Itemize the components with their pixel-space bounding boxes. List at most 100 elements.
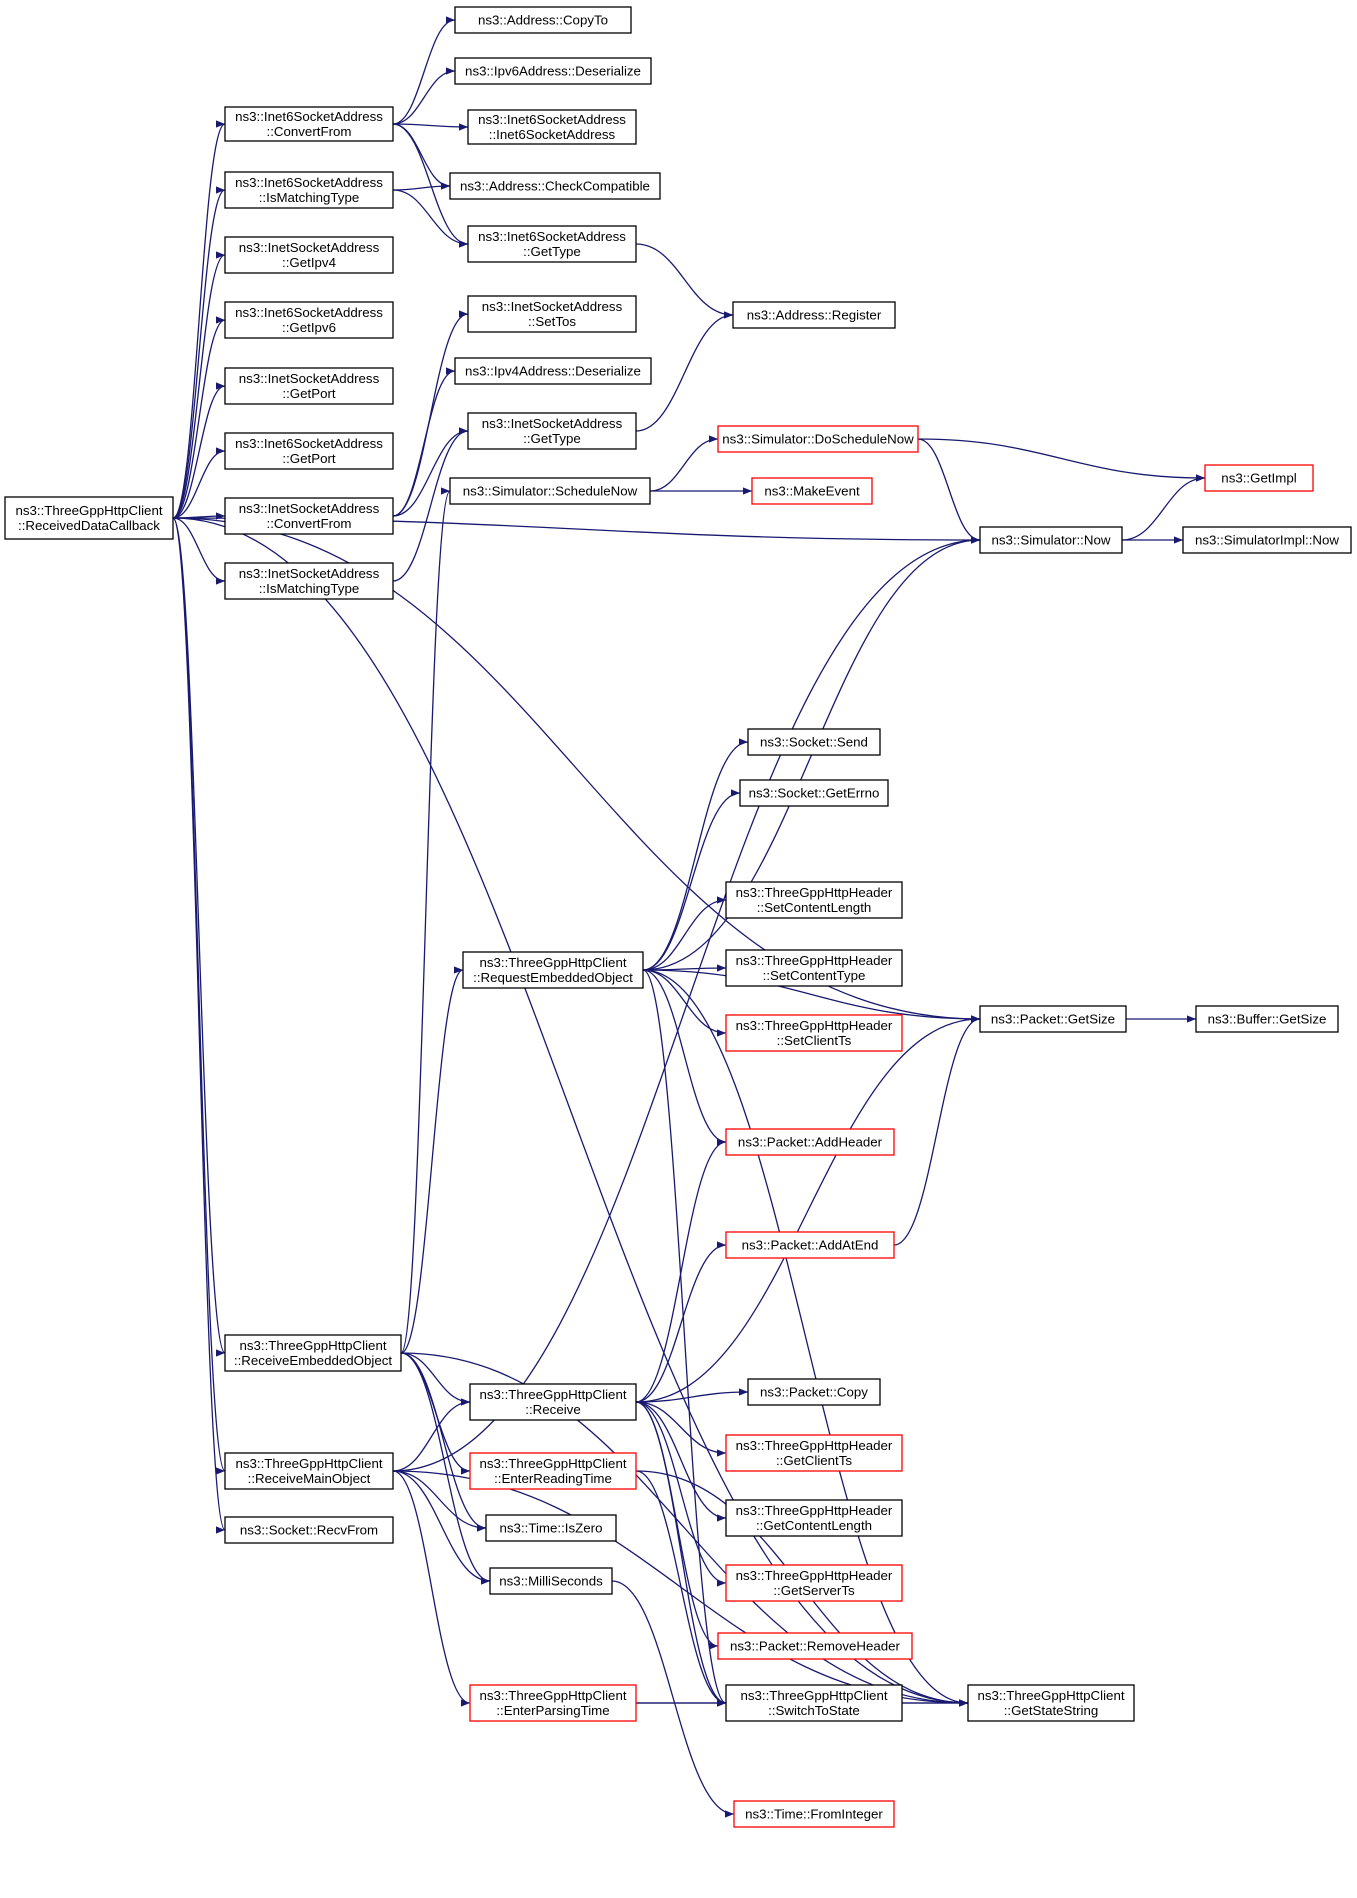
- node-switchtostate[interactable]: ns3::ThreeGppHttpClient::SwitchToState: [725, 1684, 903, 1722]
- node-box[interactable]: [725, 1564, 903, 1602]
- node-hdr-setcontentlength[interactable]: ns3::ThreeGppHttpHeader::SetContentLengt…: [725, 881, 903, 919]
- node-hdr-getcontentlength[interactable]: ns3::ThreeGppHttpHeader::GetContentLengt…: [725, 1499, 903, 1537]
- node-ipv6-deser[interactable]: ns3::Ipv6Address::Deserialize: [454, 57, 652, 85]
- node-hdr-getserverts[interactable]: ns3::ThreeGppHttpHeader::GetServerTs: [725, 1564, 903, 1602]
- node-pkt-getsize[interactable]: ns3::Packet::GetSize: [979, 1005, 1127, 1033]
- node-box[interactable]: [967, 1684, 1135, 1722]
- node-box[interactable]: [224, 106, 394, 142]
- node-pkt-copy[interactable]: ns3::Packet::Copy: [747, 1378, 881, 1406]
- node-buf-getsize[interactable]: ns3::Buffer::GetSize: [1195, 1005, 1339, 1033]
- node-box[interactable]: [454, 6, 632, 34]
- node-addr-register[interactable]: ns3::Address::Register: [732, 301, 896, 329]
- node-i6-gettype[interactable]: ns3::Inet6SocketAddress::GetType: [467, 225, 637, 263]
- node-box[interactable]: [725, 1014, 903, 1052]
- node-makeevent[interactable]: ns3::MakeEvent: [751, 477, 873, 505]
- node-box[interactable]: [725, 1231, 895, 1259]
- node-i6-ismatching[interactable]: ns3::Inet6SocketAddress::IsMatchingType: [224, 171, 394, 209]
- node-box[interactable]: [751, 477, 873, 505]
- node-simimpl-now[interactable]: ns3::SimulatorImpl::Now: [1182, 526, 1352, 554]
- node-box[interactable]: [467, 109, 637, 145]
- node-box[interactable]: [747, 728, 881, 756]
- node-box[interactable]: [717, 1632, 913, 1660]
- node-box[interactable]: [467, 412, 637, 450]
- node-box[interactable]: [1204, 464, 1314, 492]
- node-enter-reading[interactable]: ns3::ThreeGppHttpClient::EnterReadingTim…: [469, 1452, 637, 1490]
- node-time-frominteger[interactable]: ns3::Time::FromInteger: [733, 1800, 895, 1828]
- node-sim-doschednow[interactable]: ns3::Simulator::DoScheduleNow: [717, 425, 919, 453]
- node-box[interactable]: [747, 1378, 881, 1406]
- node-box[interactable]: [1195, 1005, 1339, 1033]
- node-box[interactable]: [224, 1516, 394, 1544]
- node-box[interactable]: [224, 367, 394, 405]
- node-pkt-removeheader[interactable]: ns3::Packet::RemoveHeader: [717, 1632, 913, 1660]
- node-box[interactable]: [469, 1452, 637, 1490]
- node-ipv4-deser[interactable]: ns3::Ipv4Address::Deserialize: [454, 357, 652, 385]
- node-addr-checkcompat[interactable]: ns3::Address::CheckCompatible: [449, 172, 661, 200]
- node-time-iszero[interactable]: ns3::Time::IsZero: [485, 1514, 617, 1542]
- node-box[interactable]: [733, 1800, 895, 1828]
- node-recv-main[interactable]: ns3::ThreeGppHttpClient::ReceiveMainObje…: [224, 1452, 394, 1490]
- node-box[interactable]: [725, 1128, 895, 1156]
- node-receive[interactable]: ns3::ThreeGppHttpClient::Receive: [469, 1383, 637, 1421]
- node-box[interactable]: [467, 295, 637, 333]
- node-sim-schednow[interactable]: ns3::Simulator::ScheduleNow: [449, 477, 651, 505]
- node-box[interactable]: [469, 1684, 637, 1722]
- node-box[interactable]: [485, 1514, 617, 1542]
- node-millisec[interactable]: ns3::MilliSeconds: [489, 1567, 613, 1595]
- node-box[interactable]: [739, 779, 889, 807]
- node-getstatestring[interactable]: ns3::ThreeGppHttpClient::GetStateString: [967, 1684, 1135, 1722]
- node-box[interactable]: [224, 1334, 402, 1372]
- node-box[interactable]: [224, 301, 394, 339]
- node-box[interactable]: [467, 225, 637, 263]
- node-req-embedded[interactable]: ns3::ThreeGppHttpClient::RequestEmbedded…: [462, 951, 644, 989]
- node-box[interactable]: [725, 881, 903, 919]
- node-i6-getport[interactable]: ns3::Inet6SocketAddress::GetPort: [224, 432, 394, 470]
- node-inet-gettype[interactable]: ns3::InetSocketAddress::GetType: [467, 412, 637, 450]
- node-box[interactable]: [224, 171, 394, 209]
- node-i6-convertfrom[interactable]: ns3::Inet6SocketAddress::ConvertFrom: [224, 106, 394, 142]
- node-sim-now[interactable]: ns3::Simulator::Now: [979, 526, 1123, 554]
- node-hdr-getclientts[interactable]: ns3::ThreeGppHttpHeader::GetClientTs: [725, 1434, 903, 1472]
- node-box[interactable]: [454, 57, 652, 85]
- node-box[interactable]: [4, 496, 174, 540]
- node-inet-ismatching[interactable]: ns3::InetSocketAddress::IsMatchingType: [224, 562, 394, 600]
- node-box[interactable]: [224, 432, 394, 470]
- node-box[interactable]: [454, 357, 652, 385]
- node-box[interactable]: [469, 1383, 637, 1421]
- node-box[interactable]: [725, 949, 903, 987]
- node-box[interactable]: [224, 562, 394, 600]
- node-pkt-addheader[interactable]: ns3::Packet::AddHeader: [725, 1128, 895, 1156]
- node-inet-convertfrom[interactable]: ns3::InetSocketAddress::ConvertFrom: [224, 497, 394, 535]
- node-box[interactable]: [979, 1005, 1127, 1033]
- node-box[interactable]: [725, 1434, 903, 1472]
- node-box[interactable]: [462, 951, 644, 989]
- node-box[interactable]: [449, 172, 661, 200]
- node-box[interactable]: [224, 497, 394, 535]
- node-box[interactable]: [732, 301, 896, 329]
- node-box[interactable]: [725, 1684, 903, 1722]
- node-sock-geterrno[interactable]: ns3::Socket::GetErrno: [739, 779, 889, 807]
- node-getimpl[interactable]: ns3::GetImpl: [1204, 464, 1314, 492]
- node-recv-embedded[interactable]: ns3::ThreeGppHttpClient::ReceiveEmbedded…: [224, 1334, 402, 1372]
- node-box[interactable]: [979, 526, 1123, 554]
- node-inet-getipv4[interactable]: ns3::InetSocketAddress::GetIpv4: [224, 236, 394, 274]
- node-inet-settos[interactable]: ns3::InetSocketAddress::SetTos: [467, 295, 637, 333]
- node-root[interactable]: ns3::ThreeGppHttpClient::ReceivedDataCal…: [4, 496, 174, 540]
- node-sock-recvfrom[interactable]: ns3::Socket::RecvFrom: [224, 1516, 394, 1544]
- node-box[interactable]: [717, 425, 919, 453]
- node-sock-send[interactable]: ns3::Socket::Send: [747, 728, 881, 756]
- node-addr-copyto[interactable]: ns3::Address::CopyTo: [454, 6, 632, 34]
- node-inet-getport[interactable]: ns3::InetSocketAddress::GetPort: [224, 367, 394, 405]
- node-i6-ctor[interactable]: ns3::Inet6SocketAddress::Inet6SocketAddr…: [467, 109, 637, 145]
- node-i6-getipv6[interactable]: ns3::Inet6SocketAddress::GetIpv6: [224, 301, 394, 339]
- node-box[interactable]: [725, 1499, 903, 1537]
- node-enter-parsing[interactable]: ns3::ThreeGppHttpClient::EnterParsingTim…: [469, 1684, 637, 1722]
- node-box[interactable]: [224, 1452, 394, 1490]
- node-box[interactable]: [489, 1567, 613, 1595]
- node-box[interactable]: [224, 236, 394, 274]
- node-box[interactable]: [1182, 526, 1352, 554]
- node-box[interactable]: [449, 477, 651, 505]
- node-hdr-setcontenttype[interactable]: ns3::ThreeGppHttpHeader::SetContentType: [725, 949, 903, 987]
- node-hdr-setclientts[interactable]: ns3::ThreeGppHttpHeader::SetClientTs: [725, 1014, 903, 1052]
- node-pkt-addatend[interactable]: ns3::Packet::AddAtEnd: [725, 1231, 895, 1259]
